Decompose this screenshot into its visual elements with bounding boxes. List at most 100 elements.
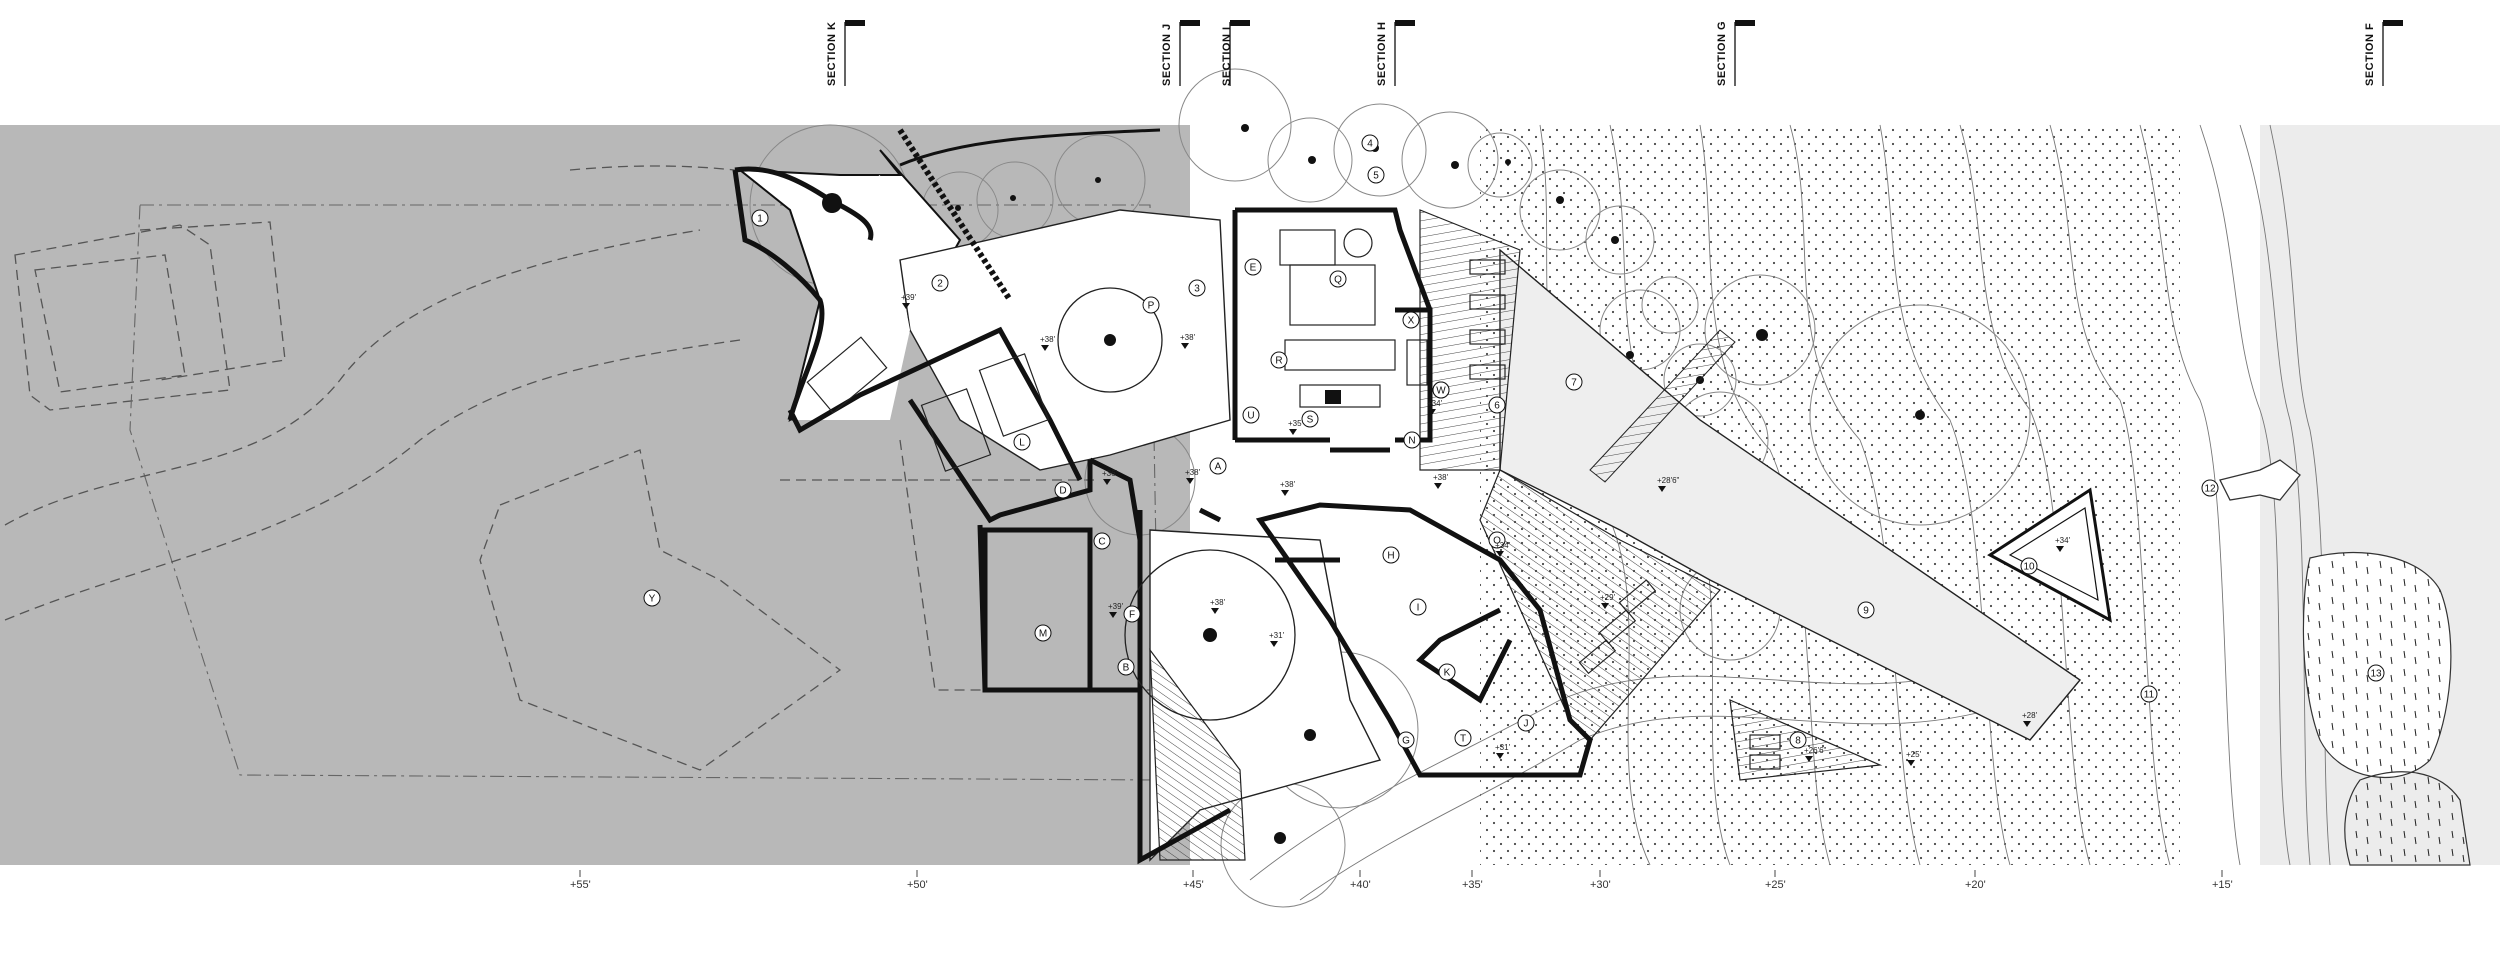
- section-k-label: SECTION K: [826, 22, 838, 86]
- svg-text:2: 2: [937, 279, 943, 290]
- level-mark: +34': [1427, 399, 1443, 415]
- room-tag-g: G: [1397, 731, 1415, 749]
- room-tag-8: 8: [1789, 731, 1807, 749]
- room-tag-i: I: [1409, 598, 1427, 616]
- room-tag-1: 1: [751, 209, 769, 227]
- svg-text:X: X: [1408, 316, 1415, 327]
- level-mark: +28': [2022, 711, 2038, 727]
- room-tag-3: 3: [1188, 279, 1206, 297]
- svg-text:F: F: [1129, 610, 1135, 621]
- svg-text:+38': +38': [1280, 480, 1296, 489]
- svg-text:10: 10: [2023, 562, 2035, 573]
- svg-text:11: 11: [2144, 690, 2155, 701]
- svg-text:A: A: [1215, 462, 1222, 473]
- room-tag-10: 10: [2020, 557, 2038, 575]
- svg-text:H: H: [1387, 551, 1394, 562]
- level-marks: +39'+38'+38'+38'+38'+35'+34'+38'+36'+34'…: [901, 293, 2071, 766]
- svg-text:Q: Q: [1334, 275, 1342, 286]
- room-tag-5: 5: [1367, 166, 1385, 184]
- room-tag-a: A: [1209, 457, 1227, 475]
- triangle-deck-10: [1987, 487, 2112, 623]
- room-tag-m: M: [1034, 624, 1052, 642]
- level-mark: +25': [1906, 750, 1922, 766]
- svg-text:+25': +25': [1906, 750, 1922, 759]
- room-tag-c: C: [1093, 532, 1111, 550]
- svg-text:9: 9: [1863, 606, 1869, 617]
- level-mark: +38': [1280, 480, 1296, 496]
- room-tag-4: 4: [1361, 134, 1379, 152]
- svg-text:W: W: [1436, 386, 1446, 397]
- svg-text:J: J: [1524, 719, 1529, 730]
- courtyard-tree-lower: [1124, 549, 1296, 721]
- svg-text:3: 3: [1194, 284, 1200, 295]
- svg-text:6: 6: [1494, 401, 1500, 412]
- svg-text:M: M: [1039, 629, 1047, 640]
- svg-text:+39': +39': [901, 293, 917, 302]
- room-tag-r: R: [1270, 351, 1288, 369]
- elevation-label: +45': [1183, 879, 1204, 891]
- room-m-box: [982, 527, 1093, 693]
- room-tag-f: F: [1123, 605, 1141, 623]
- svg-text:T: T: [1460, 734, 1466, 745]
- section-g-label: SECTION G: [1716, 21, 1728, 86]
- room-tag-13: 13: [2367, 664, 2385, 682]
- room-tag-9: 9: [1857, 601, 1875, 619]
- svg-text:+29': +29': [1600, 593, 1616, 602]
- pool-loungers: [1469, 259, 1781, 770]
- svg-text:+35': +35': [1288, 419, 1304, 428]
- level-mark: +31': [1269, 631, 1285, 647]
- svg-text:1: 1: [757, 214, 763, 225]
- level-mark: +38': [1180, 333, 1196, 349]
- elevation-label: +35': [1462, 879, 1483, 891]
- svg-text:R: R: [1275, 356, 1282, 367]
- elevation-label: +20': [1965, 879, 1986, 891]
- svg-text:I: I: [1417, 603, 1420, 614]
- level-mark: +34': [2055, 536, 2071, 552]
- level-mark: +36': [1102, 469, 1118, 485]
- elevation-label: +15': [2212, 879, 2233, 891]
- section-h-label: SECTION H: [1376, 22, 1388, 86]
- driveway-stripe: [897, 128, 1013, 302]
- elevation-label: +50': [907, 879, 928, 891]
- svg-text:+34': +34': [1427, 399, 1443, 408]
- svg-text:+31': +31': [1495, 743, 1511, 752]
- svg-text:+28'6": +28'6": [1657, 476, 1680, 485]
- elevation-label: +25': [1765, 879, 1786, 891]
- svg-text:7: 7: [1571, 378, 1577, 389]
- svg-text:L: L: [1019, 438, 1025, 449]
- level-mark: +31': [1495, 743, 1511, 759]
- level-mark: +35': [1288, 419, 1304, 435]
- room-tag-11: 11: [2140, 685, 2158, 703]
- level-mark: +28'6": [1657, 476, 1680, 492]
- svg-text:+38': +38': [1040, 335, 1056, 344]
- svg-text:D: D: [1059, 486, 1066, 497]
- level-mark: +39': [901, 293, 917, 309]
- section-i-label: SECTION I: [1221, 26, 1233, 86]
- svg-text:N: N: [1408, 436, 1415, 447]
- driveway-plaza: [790, 175, 910, 420]
- svg-text:+38': +38': [1433, 473, 1449, 482]
- svg-text:+28': +28': [2022, 711, 2038, 720]
- room-tag-b: B: [1117, 658, 1135, 676]
- level-mark: +38': [1040, 335, 1056, 351]
- diagonal-ramp: [1149, 648, 1246, 861]
- room-tag-p: P: [1142, 296, 1160, 314]
- svg-text:8: 8: [1795, 736, 1801, 747]
- garage-cars: [806, 336, 1050, 472]
- room-tag-w: W: [1432, 381, 1450, 399]
- svg-text:G: G: [1402, 736, 1410, 747]
- room-tag-s: S: [1301, 410, 1319, 428]
- svg-text:B: B: [1123, 663, 1130, 674]
- svg-text:U: U: [1247, 411, 1254, 422]
- courtyard-tree-p: [1057, 287, 1163, 393]
- room-tag-k: K: [1438, 663, 1456, 681]
- section-f-label: SECTION F: [2364, 23, 2376, 86]
- svg-text:13: 13: [2370, 669, 2382, 680]
- section-markers: [844, 20, 2403, 86]
- svg-text:+36': +36': [1102, 469, 1118, 478]
- svg-text:O: O: [1493, 536, 1501, 547]
- room-tag-q: Q: [1329, 270, 1347, 288]
- elevation-label: +30': [1590, 879, 1611, 891]
- room-tag-2: 2: [931, 274, 949, 292]
